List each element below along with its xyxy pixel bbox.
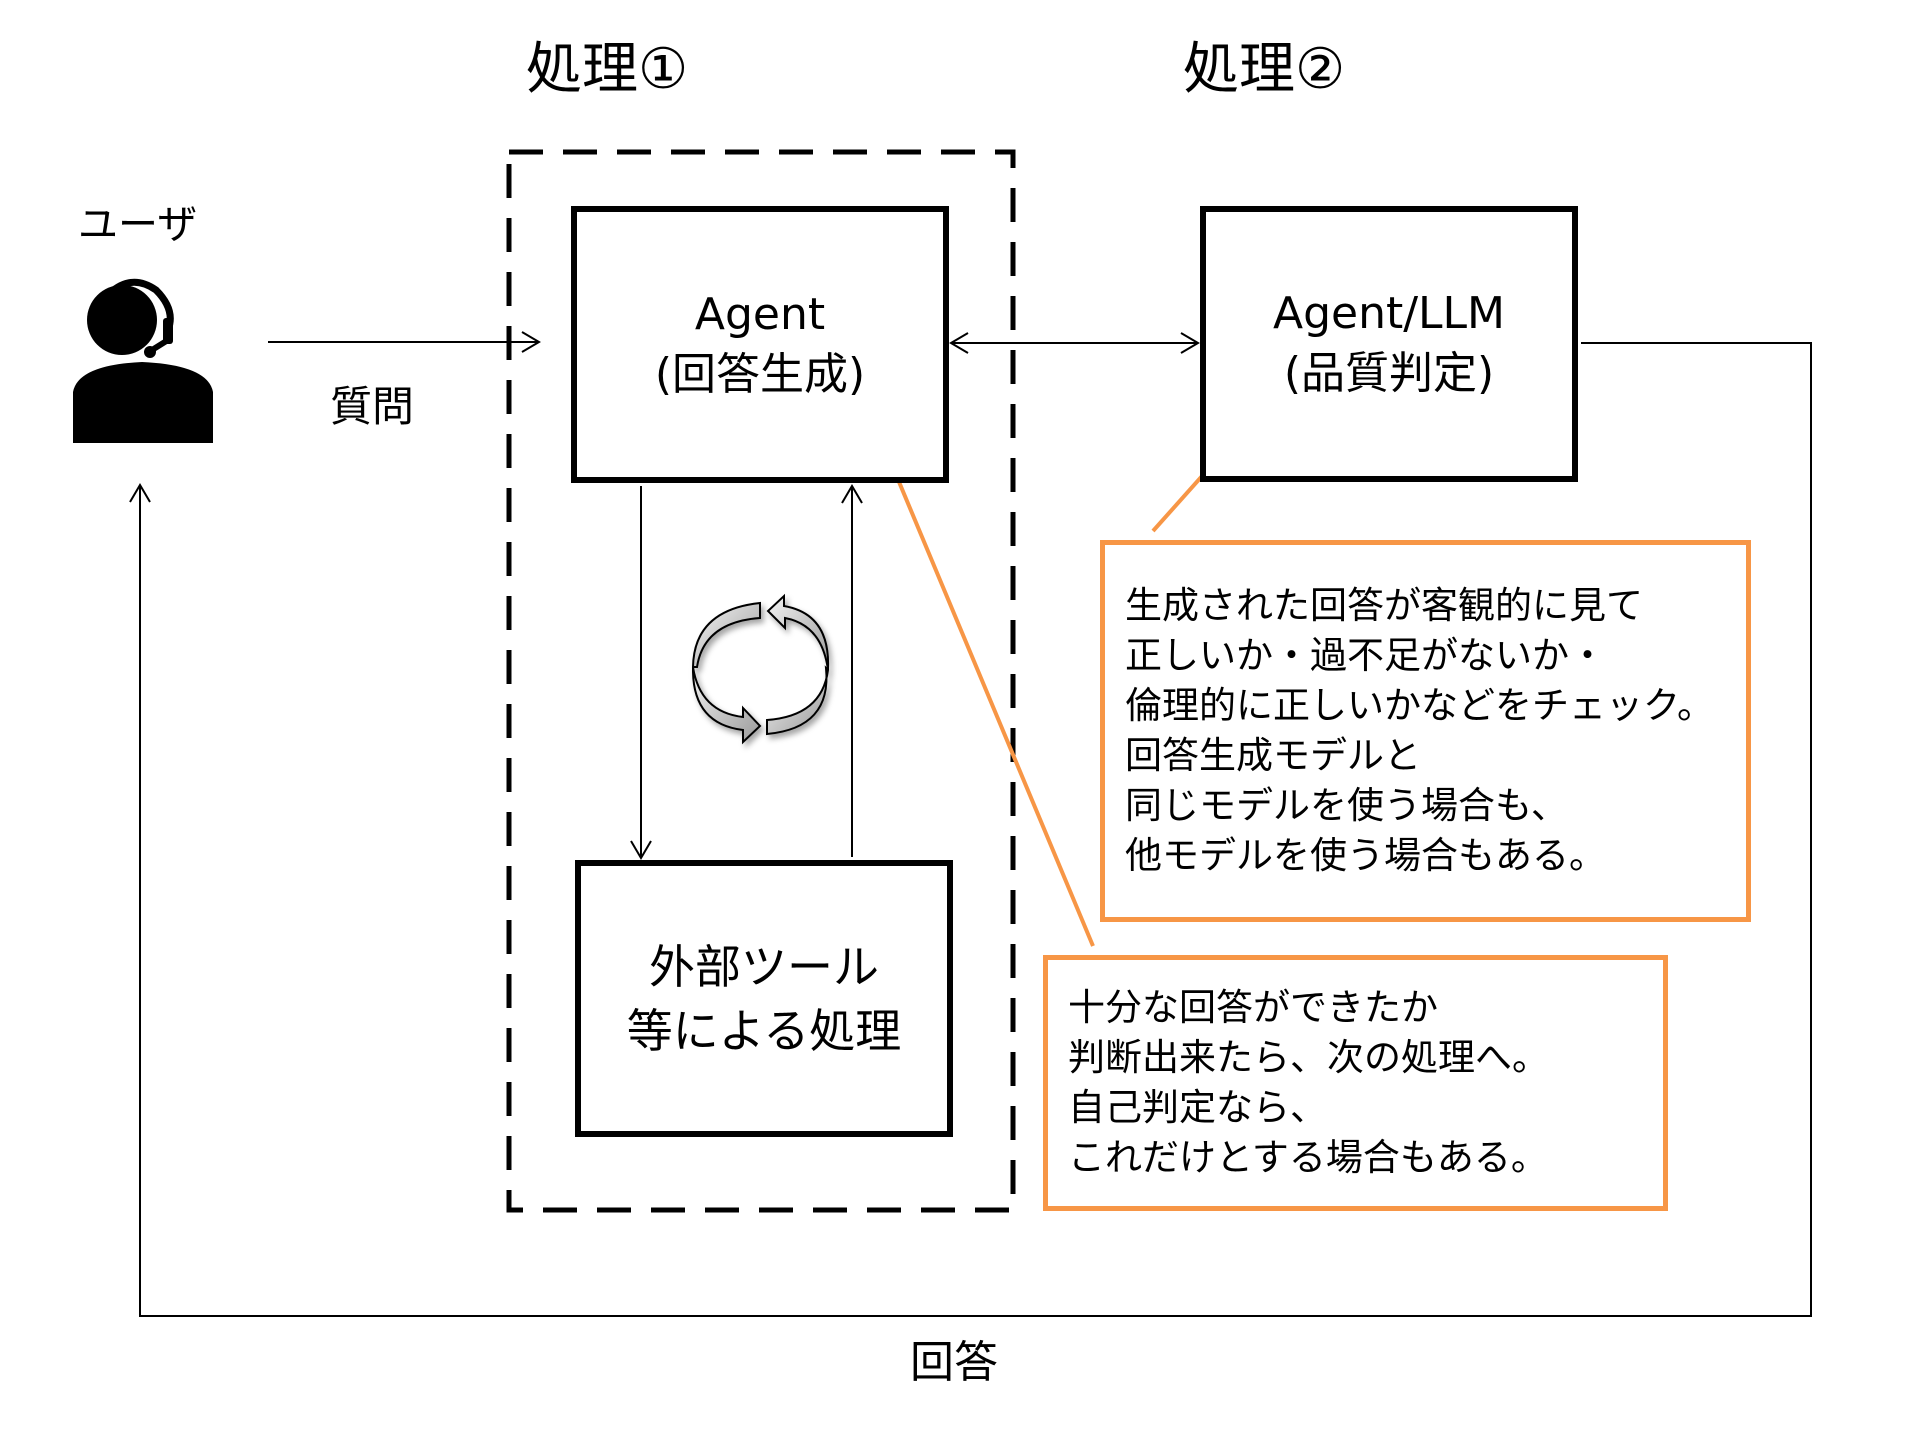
external-tools-node[interactable]: 外部ツール 等による処理	[575, 860, 953, 1137]
process1-group-frame	[506, 149, 1016, 1213]
tools-to-agent-arrow	[841, 484, 863, 857]
agent-generate-subtitle: (回答生成)	[654, 348, 866, 400]
answer-label: 回答	[910, 1337, 998, 1388]
judge-note-callout: 生成された回答が客観的に見て 正しいか・過不足がないか・ 倫理的に正しいかなどを…	[1100, 540, 1751, 922]
judge-note-line: 正しいか・過不足がないか・	[1125, 634, 1606, 677]
agent-judge-node[interactable]: Agent/LLM (品質判定)	[1200, 206, 1578, 482]
judge-note-line: 他モデルを使う場合もある。	[1125, 834, 1606, 877]
agent-judge-subtitle: (品質判定)	[1283, 348, 1495, 399]
external-tools-line2: 等による処理	[626, 1003, 902, 1058]
judge-note-line: 生成された回答が客観的に見て	[1125, 584, 1643, 627]
user-headset-icon	[73, 278, 213, 443]
agent-judge-bidirectional-arrow	[949, 332, 1200, 354]
judge-note-line: 倫理的に正しいかなどをチェック。	[1125, 684, 1715, 727]
process2-title: 処理②	[1183, 37, 1346, 102]
generate-note-leader-line	[882, 445, 1095, 947]
judge-note-line: 同じモデルを使う場合も、	[1125, 784, 1568, 827]
agent-generate-node[interactable]: Agent (回答生成)	[571, 206, 949, 483]
agent-to-tools-arrow	[630, 486, 652, 860]
answer-feedback-arrow	[129, 342, 1812, 1317]
generate-note-callout: 十分な回答ができたか 判断出来たら、次の処理へ。 自己判定なら、 これだけとする…	[1043, 955, 1668, 1211]
agent-generate-title: Agent	[694, 288, 826, 340]
generate-note-line: 判断出来たら、次の処理へ。	[1068, 1036, 1549, 1079]
agent-judge-title: Agent/LLM	[1272, 288, 1506, 339]
generate-note-line: これだけとする場合もある。	[1068, 1136, 1548, 1179]
generate-note-line: 十分な回答ができたか	[1068, 986, 1438, 1029]
question-label: 質問	[330, 382, 415, 431]
external-tools-line1: 外部ツール	[649, 939, 879, 994]
process1-title: 処理①	[526, 37, 689, 102]
user-label: ユーザ	[78, 202, 198, 248]
question-arrow	[268, 331, 541, 353]
cycle-arrows-icon	[691, 593, 830, 745]
judge-note-line: 回答生成モデルと	[1125, 734, 1421, 777]
generate-note-line: 自己判定なら、	[1068, 1086, 1327, 1129]
